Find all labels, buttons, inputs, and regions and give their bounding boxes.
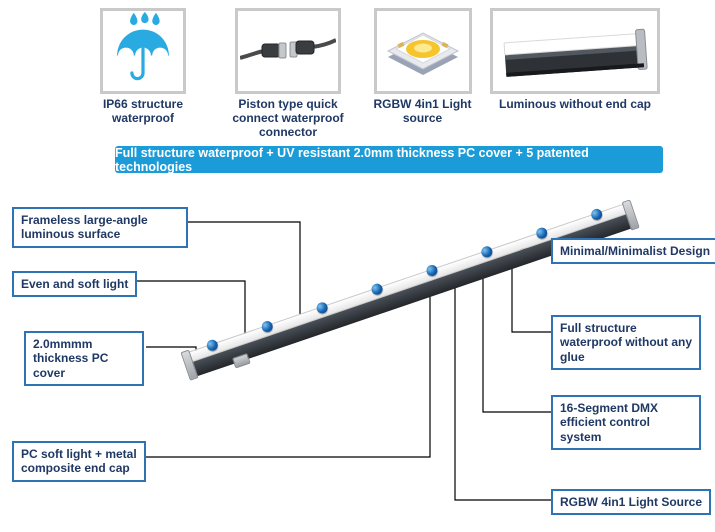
waterproof-connector-icon (239, 24, 337, 79)
feature-caption: IP66 structure waterproof (102, 97, 184, 125)
umbrella-rain-icon (111, 11, 175, 91)
banner: Full structure waterproof + UV resistant… (115, 146, 663, 174)
feature-image-frame (235, 8, 341, 94)
feature-card-led-chip: RGBW 4in1 Light source (355, 8, 490, 126)
callout-even-soft-light: Even and soft light (12, 271, 138, 298)
callout-dmx-control: 16-Segment DMX efficient control system (551, 395, 701, 451)
callout-frameless-luminous: Frameless large-angle luminous surface (12, 207, 188, 248)
feature-image-frame (373, 8, 472, 94)
led-chip-icon (378, 15, 468, 88)
luminous-bar-icon (497, 16, 653, 87)
feature-card-luminous: Luminous without end cap (485, 8, 665, 112)
callout-waterproof-no-glue: Full structure waterproof without any gl… (551, 315, 701, 371)
feature-caption: Piston type quick connect waterproof con… (232, 97, 344, 139)
callout-rgbw-light-source: RGBW 4in1 Light Source (551, 489, 712, 516)
feature-image-frame (490, 8, 660, 94)
feature-card-ip66: IP66 structure waterproof (88, 8, 198, 126)
callout-composite-end-cap: PC soft light + metal composite end cap (12, 441, 146, 482)
callout-minimalist-design: Minimal/Minimalist Design (551, 238, 715, 265)
feature-card-connector: Piston type quick connect waterproof con… (218, 8, 358, 139)
feature-caption: Luminous without end cap (499, 97, 651, 111)
feature-caption: RGBW 4in1 Light source (373, 97, 472, 125)
callout-pc-cover-thickness: 2.0mmmm thickness PC cover (24, 331, 144, 387)
feature-image-frame (100, 8, 186, 94)
